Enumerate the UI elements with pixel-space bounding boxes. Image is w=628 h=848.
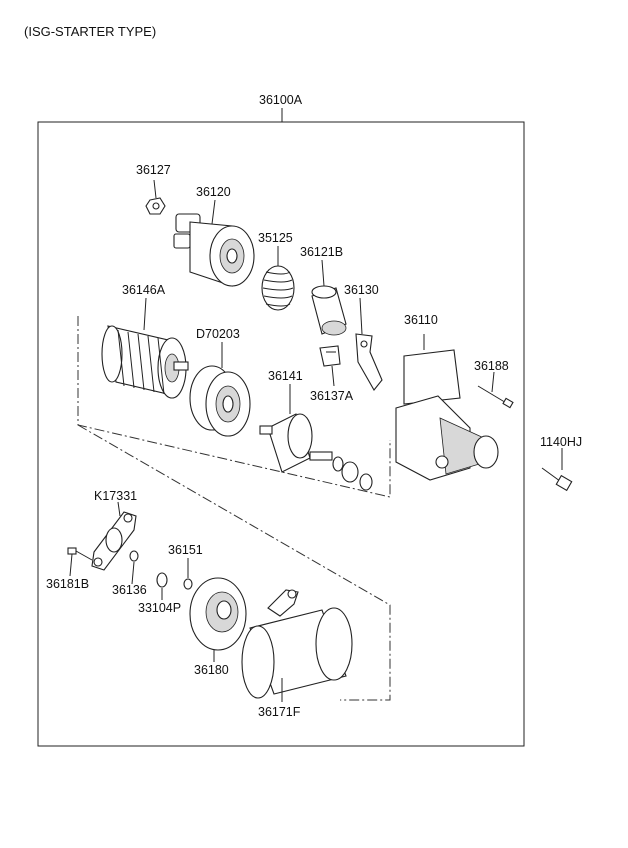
label-36130: 36130 xyxy=(344,283,379,297)
label-36121B: 36121B xyxy=(300,245,344,259)
part-36181B-screw xyxy=(67,547,93,577)
part-36130-lever xyxy=(355,297,383,391)
label-36120: 36120 xyxy=(196,185,231,199)
label-36127: 36127 xyxy=(136,163,171,177)
assembly-frame xyxy=(37,121,525,747)
part-33104P-washer xyxy=(156,572,168,600)
label-36141: 36141 xyxy=(268,369,303,383)
part-36127-nut xyxy=(145,179,166,215)
dashed-group-upper xyxy=(77,316,391,498)
part-1140HJ-bolt xyxy=(541,448,573,492)
part-K17331-bracket xyxy=(91,501,137,571)
part-36120-solenoid xyxy=(173,199,255,287)
part-36110-housing xyxy=(395,334,499,481)
label-35125: 35125 xyxy=(258,231,293,245)
part-36136-washer xyxy=(129,550,139,585)
label-33104P: 33104P xyxy=(138,601,182,615)
label-36137A: 36137A xyxy=(310,389,354,403)
label-36146A: 36146A xyxy=(122,283,166,297)
part-36180-endcover xyxy=(189,577,247,662)
label-36151: 36151 xyxy=(168,543,203,557)
part-rings xyxy=(332,456,373,491)
part-36146A-armature xyxy=(101,297,189,399)
label-36136: 36136 xyxy=(112,583,147,597)
part-35125-spring xyxy=(261,246,295,311)
part-36171F-yoke xyxy=(241,589,353,702)
dashed-group-lower xyxy=(77,424,391,701)
part-36141-pinion xyxy=(259,384,333,473)
part-36137A-holder xyxy=(319,345,341,387)
diagram-header: (ISG-STARTER TYPE) xyxy=(24,24,157,39)
label-D70203: D70203 xyxy=(196,327,240,341)
label-1140HJ: 1140HJ xyxy=(540,435,583,449)
part-36188-bolt xyxy=(477,371,514,409)
part-36151-oring xyxy=(183,558,193,590)
label-assembly-36100A: 36100A xyxy=(259,93,303,107)
label-36188: 36188 xyxy=(474,359,509,373)
label-36110: 36110 xyxy=(404,313,438,327)
label-36181B: 36181B xyxy=(46,577,90,591)
part-36121B-plunger xyxy=(311,259,347,336)
label-36180: 36180 xyxy=(194,663,229,677)
label-K17331: K17331 xyxy=(94,489,138,503)
part-D70203-gear xyxy=(189,342,251,437)
label-36171F: 36171F xyxy=(258,705,301,719)
